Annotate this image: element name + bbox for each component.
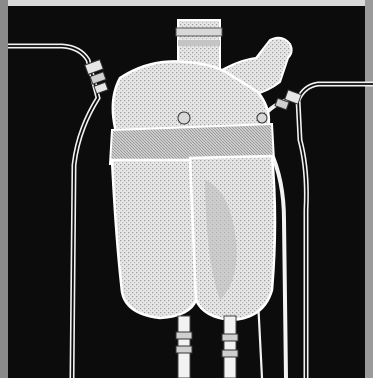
upper-fitting-left [178, 112, 190, 124]
top-edge-strip [0, 0, 373, 6]
left-ventricle [112, 160, 196, 318]
left-drive-line [176, 316, 192, 378]
right-drive-line [222, 316, 238, 378]
upper-fitting-right [257, 113, 267, 123]
left-edge-strip [0, 0, 8, 378]
right-edge-strip [365, 0, 373, 378]
